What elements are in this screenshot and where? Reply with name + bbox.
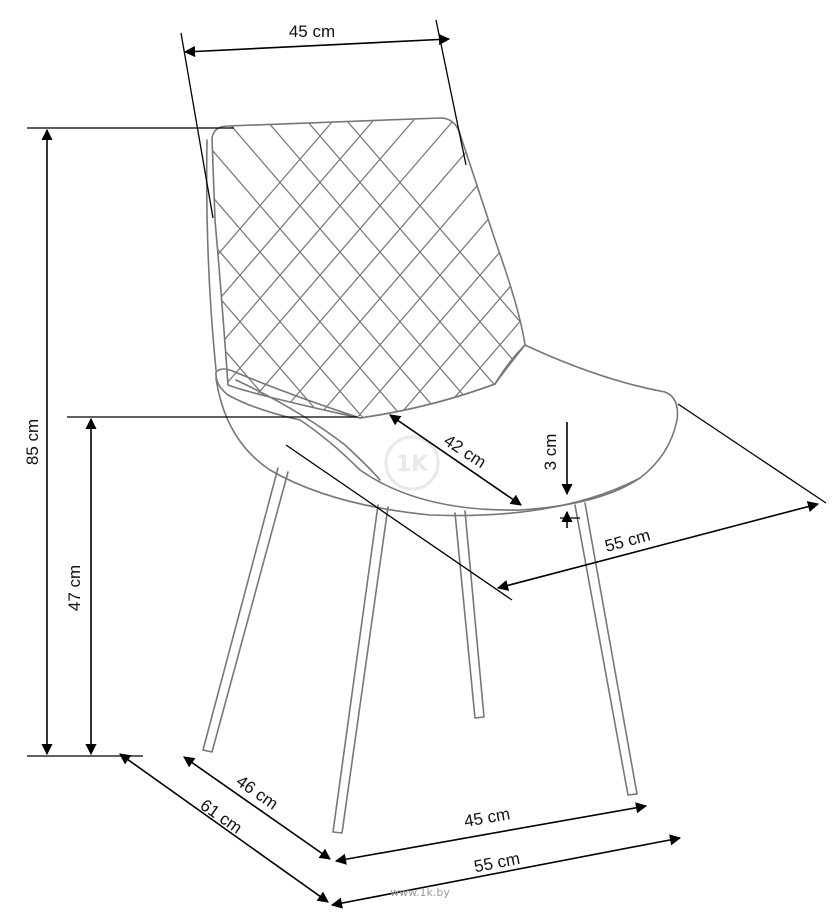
label-seat-height: 47 cm xyxy=(65,565,84,611)
extension-lines xyxy=(27,19,827,757)
chair-leg-front-left xyxy=(332,504,389,834)
chair-backrest-edge xyxy=(205,139,217,371)
chair-leg-front-right xyxy=(574,502,638,796)
label-seat-thickness: 3 cm xyxy=(541,434,560,471)
chair-leg-back-left xyxy=(202,467,289,753)
arrow-seat-depth xyxy=(389,414,522,506)
label-total-height: 85 cm xyxy=(23,419,42,465)
arrow-total-width xyxy=(330,834,682,909)
svg-text:1K: 1K xyxy=(396,452,429,477)
label-total-width: 55 cm xyxy=(472,849,521,876)
label-total-depth: 61 cm xyxy=(197,795,246,837)
chair-illustration xyxy=(202,117,679,834)
chair-leg-back-right xyxy=(454,510,485,719)
chair-seat xyxy=(215,344,679,511)
label-legs-width: 45 cm xyxy=(463,804,512,831)
watermark-site: www.1k.by xyxy=(390,886,450,899)
arrow-seat-width xyxy=(496,501,820,591)
chair-side-curve xyxy=(235,379,381,481)
arrow-total-depth xyxy=(119,753,329,903)
watermark-logo: 1K xyxy=(384,435,440,491)
label-seat-width: 55 cm xyxy=(603,526,653,556)
chair-backrest xyxy=(211,117,526,419)
arrow-back-width xyxy=(183,33,451,58)
chair-seat-edge xyxy=(215,377,641,517)
dimension-arrows xyxy=(41,33,820,909)
label-back-width: 45 cm xyxy=(289,22,335,41)
quilting-pattern xyxy=(212,118,525,418)
